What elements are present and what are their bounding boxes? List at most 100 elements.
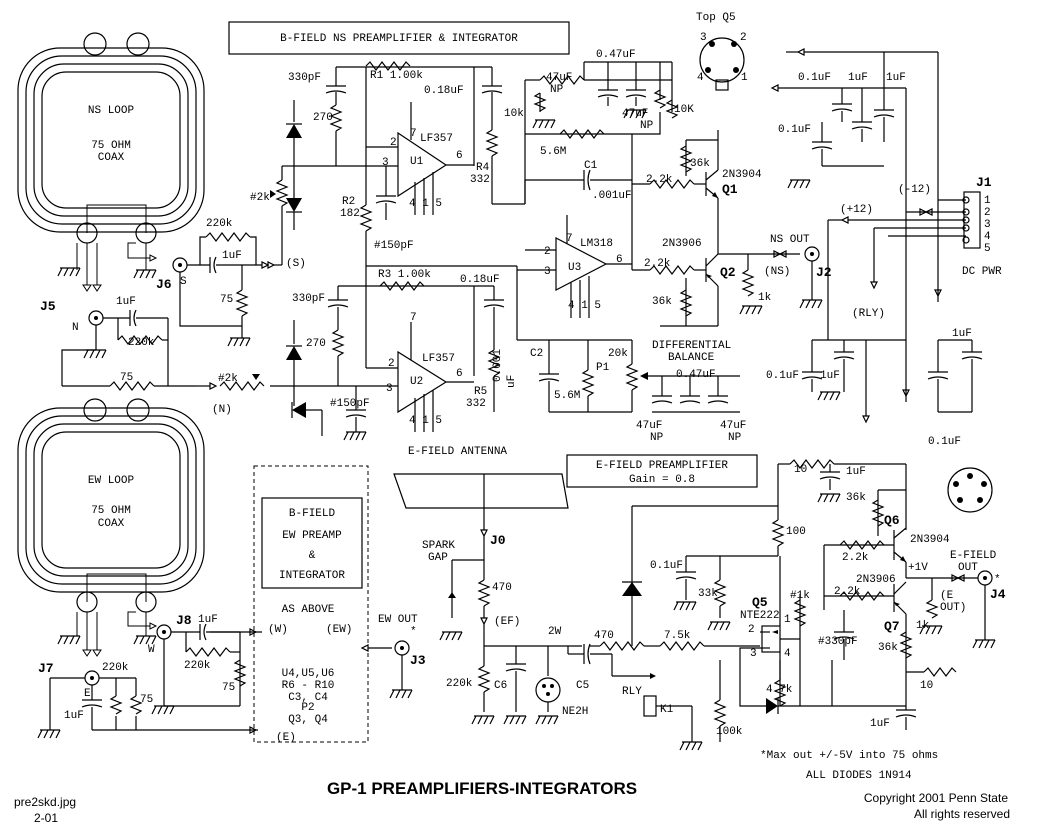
label: Top Q5: [696, 12, 736, 24]
label: R5: [474, 386, 487, 398]
label: 220k: [102, 662, 129, 674]
label: 2.2k: [842, 552, 869, 564]
label: 0.18uF: [460, 274, 500, 286]
label: U2: [410, 376, 423, 388]
label: P1: [596, 362, 610, 374]
label: 470: [594, 630, 614, 642]
label: J4: [990, 587, 1006, 602]
label: 36k: [652, 296, 672, 308]
label: 270: [313, 112, 333, 124]
label: .001uF: [592, 190, 632, 202]
differential-amp: [516, 61, 823, 413]
label: NE2H: [562, 706, 588, 718]
label: 47uF: [622, 108, 648, 120]
q5-top-view: [699, 37, 745, 91]
ew-block-line3: &: [309, 550, 316, 562]
label: 3: [700, 32, 707, 44]
ew-loop-name: EW LOOP: [88, 475, 135, 487]
label: 332: [470, 174, 490, 186]
label: #150pF: [330, 398, 370, 410]
power-supply: [770, 48, 983, 424]
label: Q1: [722, 182, 738, 197]
label: 2.2k: [834, 586, 861, 598]
label: 0.1uF: [778, 124, 811, 136]
label: ALL DIODES 1N914: [806, 770, 912, 782]
label: GAP: [428, 552, 448, 564]
label: 1: [741, 72, 748, 84]
label: 0.1uF: [650, 560, 683, 572]
label: 2: [740, 32, 747, 44]
label: C2: [530, 348, 543, 360]
label: 7: [410, 128, 417, 140]
label: N: [72, 322, 79, 334]
label: W: [148, 644, 155, 656]
label: 6: [616, 254, 623, 266]
label: 0.001: [492, 349, 504, 382]
label: 3: [386, 383, 393, 395]
label: 36k: [846, 492, 866, 504]
label: 220k: [128, 337, 155, 349]
label: (EF): [494, 616, 520, 628]
label: 75: [222, 682, 235, 694]
label: LF357: [420, 133, 453, 145]
label: 2N3906: [856, 574, 896, 586]
label: +1V: [908, 562, 928, 574]
label: 7: [410, 312, 417, 324]
label: EW OUT: [378, 614, 418, 626]
label: 47uF: [546, 72, 572, 84]
ew-loop-spec2: COAX: [98, 518, 125, 530]
label: *: [410, 626, 417, 638]
label: 1: [784, 614, 791, 626]
label: LM318: [580, 238, 613, 250]
ew-loop-spec: 75 OHM: [91, 505, 131, 517]
label: 33k: [698, 588, 718, 600]
ew-parts2: R6 - R10: [282, 680, 335, 692]
label: J1: [976, 175, 992, 190]
label: 1uF: [846, 466, 866, 478]
label: 1uF: [222, 250, 242, 262]
label: 1k: [758, 292, 772, 304]
label: (-12): [898, 184, 931, 196]
label: 2N3904: [722, 169, 762, 181]
label: DIFFERENTIAL: [652, 340, 731, 352]
label: 75: [220, 294, 233, 306]
label: Q6: [884, 513, 900, 528]
label: E-FIELD ANTENNA: [408, 446, 507, 458]
label: 182: [340, 208, 360, 220]
label: 1uF: [198, 614, 218, 626]
label: Q2: [720, 265, 736, 280]
label: E-FIELD: [950, 550, 997, 562]
ns-loop-spec2: COAX: [98, 152, 125, 164]
label: (W): [268, 624, 288, 636]
label: 2.2k: [644, 258, 671, 270]
ns-loop-spec: 75 OHM: [91, 140, 131, 152]
ew-parts1: U4,U5,U6: [282, 668, 335, 680]
label: 4: [697, 72, 704, 84]
ew-parts4: P2: [301, 702, 314, 714]
label: 4 1 5: [409, 415, 442, 427]
label: 1k: [916, 620, 930, 632]
label: 0.47uF: [676, 369, 716, 381]
label: J3: [410, 653, 426, 668]
file-date: 2-01: [34, 811, 58, 825]
component-labels: 330pF R1 1.00k 0.18uF 270 7 LF357 2 3 U1…: [38, 12, 1006, 782]
label: BALANCE: [668, 352, 715, 364]
label: 220k: [184, 660, 211, 672]
label: J7: [38, 661, 54, 676]
label: 1uF: [116, 296, 136, 308]
label: 332: [466, 398, 486, 410]
ew-block-line4: INTEGRATOR: [279, 570, 345, 582]
label: 10k: [504, 108, 524, 120]
label: J2: [816, 265, 832, 280]
label: (E: [940, 590, 954, 602]
label: 1uF: [886, 72, 906, 84]
label: 4: [984, 231, 991, 243]
label: DC PWR: [962, 266, 1002, 278]
label: NP: [550, 84, 564, 96]
ew-block-text: B-FIELD EW PREAMP & INTEGRATOR AS ABOVE …: [279, 508, 345, 726]
label: 470: [492, 582, 512, 594]
label: 2: [984, 207, 991, 219]
label: 47uF: [720, 420, 746, 432]
label: C1: [584, 160, 598, 172]
